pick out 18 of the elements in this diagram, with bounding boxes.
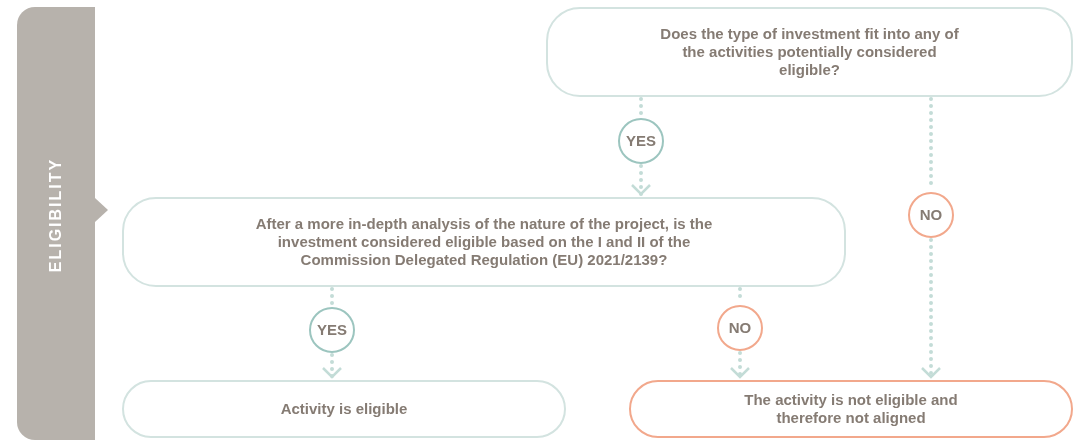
outcome-box: [629, 380, 1073, 438]
outcome-box: [122, 380, 566, 438]
question-text: After a more in-depth analysis of the nature of the project, is the investment considered eligible based on the I and II of the Commission Delegated Regulation (EU) 2021/2139?: [254, 215, 714, 269]
dotted-arrow: [729, 351, 751, 380]
dotted-arrow: [920, 238, 942, 380]
dotted-arrow: [321, 353, 343, 380]
section-label: ELIGIBILITY: [46, 157, 65, 273]
question-text: Activity is eligible: [280, 398, 408, 419]
answer-label: NO: [919, 204, 943, 225]
dotted-arrow: [630, 164, 652, 197]
question-text: Does the type of investment fit into any of the activities potentially considered eligible?: [659, 25, 960, 79]
answer-label: YES: [317, 319, 347, 340]
question-box: [122, 197, 846, 287]
question-text: The activity is not eligible and therefore not aligned: [743, 391, 959, 427]
question-box: [546, 7, 1073, 97]
answer-label: YES: [626, 130, 656, 151]
section-band: [17, 7, 95, 440]
answer-label: NO: [728, 317, 752, 338]
